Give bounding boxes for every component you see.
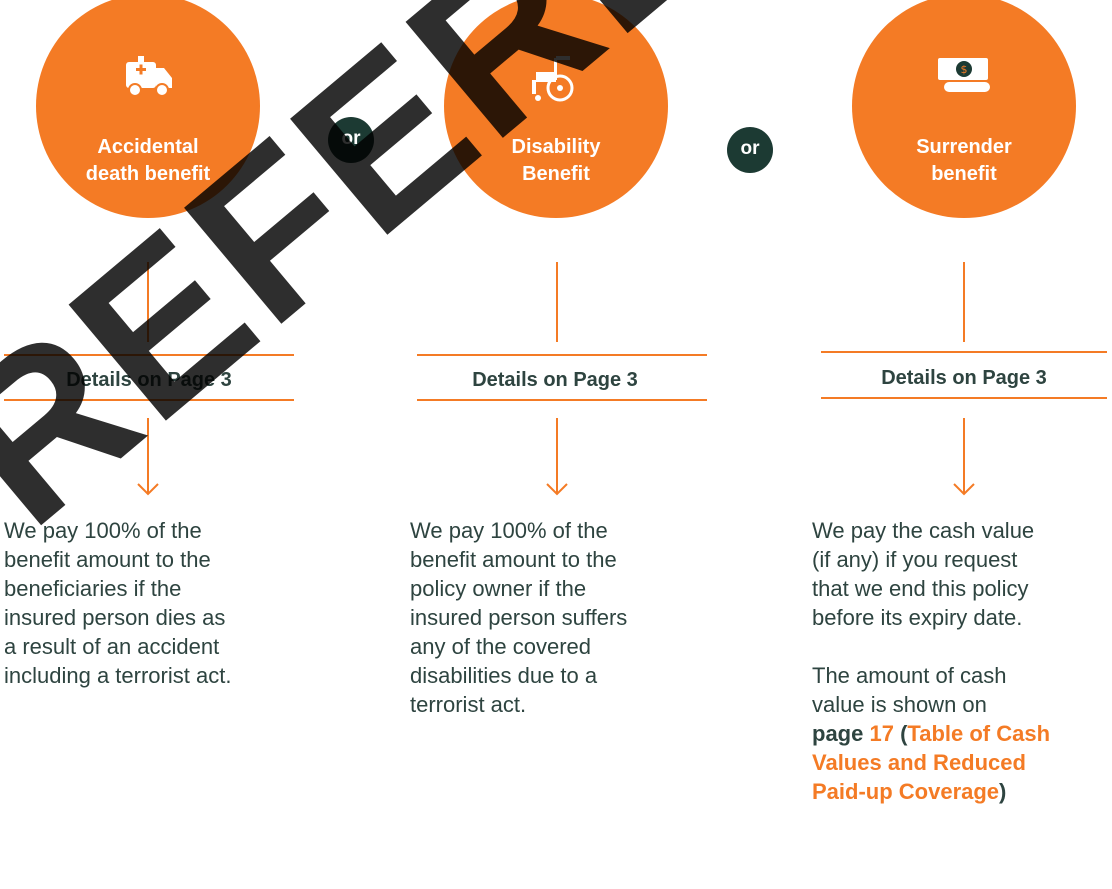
paren-close: )	[999, 779, 1007, 804]
description-line: We pay the cash value	[812, 518, 1035, 543]
benefit-title: Accidental death benefit	[36, 134, 260, 188]
description-line: We pay 100% of the	[410, 518, 608, 543]
benefit-title-line: death benefit	[85, 163, 211, 185]
benefit-title-line: Disability	[511, 136, 601, 158]
description-line: value is shown on	[812, 692, 987, 717]
benefit-description: We pay 100% of the benefit amount to the…	[410, 516, 710, 719]
description-line: insured person dies as	[4, 605, 226, 630]
divider	[417, 354, 707, 356]
cash-icon: $	[934, 54, 994, 103]
description-line: We pay 100% of the	[4, 518, 202, 543]
benefit-title-line: Benefit	[522, 163, 590, 185]
description-line: benefit amount to the	[410, 547, 617, 572]
page-word: page	[812, 721, 864, 746]
connector-line	[963, 262, 965, 342]
details-link[interactable]: Details on Page 3	[66, 369, 232, 391]
arrow-down-icon	[137, 418, 159, 496]
benefit-circle: Accidental death benefit	[36, 0, 260, 218]
svg-text:$: $	[961, 63, 968, 76]
description-line: The amount of cash	[812, 663, 1007, 688]
description-line: policy owner if the	[410, 576, 587, 601]
benefit-description: We pay the cash value (if any) if you re…	[812, 516, 1112, 806]
description-line: any of the covered	[410, 634, 592, 659]
benefit-circle: Disability Benefit	[444, 0, 668, 218]
ambulance-icon	[122, 54, 174, 105]
page-number-link[interactable]: 17	[869, 721, 894, 746]
description-line: benefit amount to the	[4, 547, 211, 572]
wheelchair-icon	[530, 54, 582, 109]
divider	[4, 399, 294, 401]
description-line: disabilities due to a	[410, 663, 598, 688]
or-badge: or	[328, 117, 374, 163]
details-link[interactable]: Details on Page 3	[472, 369, 638, 391]
page-reference: page 17 (Table of Cash	[812, 719, 1112, 748]
benefit-title-line: Accidental	[97, 136, 199, 158]
description-line: that we end this policy	[812, 576, 1029, 601]
description-line: (if any) if you request	[812, 547, 1018, 572]
table-link-end: Paid-up Coverage)	[812, 777, 1112, 806]
paren-open: (	[900, 721, 908, 746]
or-badge: or	[727, 127, 773, 173]
benefit-description: We pay 100% of the benefit amount to the…	[4, 516, 304, 690]
divider	[417, 399, 707, 401]
benefit-title-line: benefit	[931, 163, 997, 185]
connector-line	[556, 262, 558, 342]
spacer	[812, 632, 1112, 661]
table-link[interactable]: Table of Cash	[907, 721, 1051, 746]
divider	[821, 351, 1107, 353]
description-line: terrorist act.	[410, 692, 527, 717]
arrow-down-icon	[546, 418, 568, 496]
description-line: before its expiry date.	[812, 605, 1023, 630]
arrow-down-icon	[953, 418, 975, 496]
details-link[interactable]: Details on Page 3	[881, 367, 1047, 389]
connector-line	[147, 262, 149, 342]
benefit-title: Disability Benefit	[444, 134, 668, 188]
benefit-title: Surrender benefit	[852, 134, 1076, 188]
divider	[821, 397, 1107, 399]
description-line: insured person suffers	[410, 605, 628, 630]
table-link[interactable]: Paid-up Coverage	[812, 779, 1000, 804]
benefit-title-line: Surrender	[916, 136, 1012, 158]
description-line: beneficiaries if the	[4, 576, 182, 601]
table-link[interactable]: Values and Reduced	[812, 750, 1026, 775]
divider	[4, 354, 294, 356]
description-line: including a terrorist act.	[4, 663, 232, 688]
benefit-circle: $ Surrender benefit	[852, 0, 1076, 218]
description-line: a result of an accident	[4, 634, 220, 659]
